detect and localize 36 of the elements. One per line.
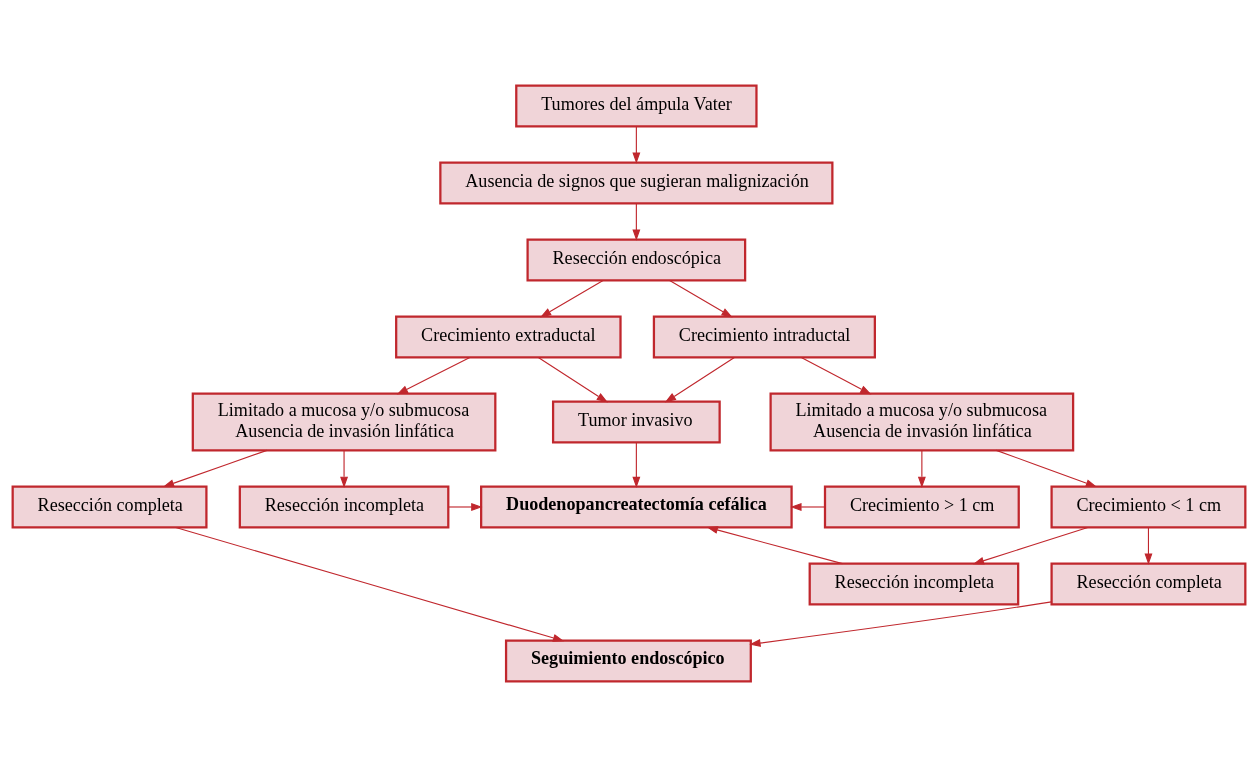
node-box: Crecimiento < 1 cm (1050, 484, 1247, 529)
arrow (632, 441, 641, 488)
node-box: Ausencia de signos que sugieran malignización (439, 160, 834, 204)
arrow (664, 356, 735, 403)
arrow (537, 356, 608, 403)
node-box: Seguimiento endoscópico (504, 639, 752, 683)
node-box: Limitado a mucosa y/o submucosa Ausencia de invasión linfática (769, 392, 1075, 451)
node-box: Tumores del ámpula Vater (515, 83, 758, 127)
node-box: Tumor invasivo (551, 400, 721, 444)
node-box: Crecimiento > 1 cm (823, 484, 1020, 529)
node-box: Resección completa (1050, 562, 1247, 606)
arrow (749, 600, 1053, 647)
arrow (1144, 526, 1153, 565)
arrow (669, 279, 733, 317)
arrow (706, 525, 843, 564)
arrow (995, 449, 1098, 487)
node-box: Duodenopancreatectomía cefálica (480, 484, 793, 529)
arrow (162, 449, 268, 487)
node-box: Resección incompleta (808, 562, 1020, 606)
arrow (632, 202, 641, 241)
arrow (800, 356, 872, 394)
arrow (540, 279, 604, 317)
arrow (917, 449, 926, 488)
arrow (175, 526, 565, 642)
arrow (972, 526, 1089, 564)
node-box: Crecimiento intraductal (652, 315, 876, 359)
arrow (632, 125, 641, 164)
arrow (447, 502, 483, 511)
node-box: Crecimiento extraductal (395, 315, 622, 359)
arrow (396, 356, 471, 394)
arrow (340, 449, 349, 488)
arrow (790, 502, 826, 511)
node-box: Limitado a mucosa y/o submucosa Ausencia de invasión linfática (191, 392, 497, 451)
node-box: Resección endoscópica (526, 237, 747, 282)
node-box: Resección incompleta (238, 484, 450, 529)
node-box: Resección completa (11, 484, 208, 529)
